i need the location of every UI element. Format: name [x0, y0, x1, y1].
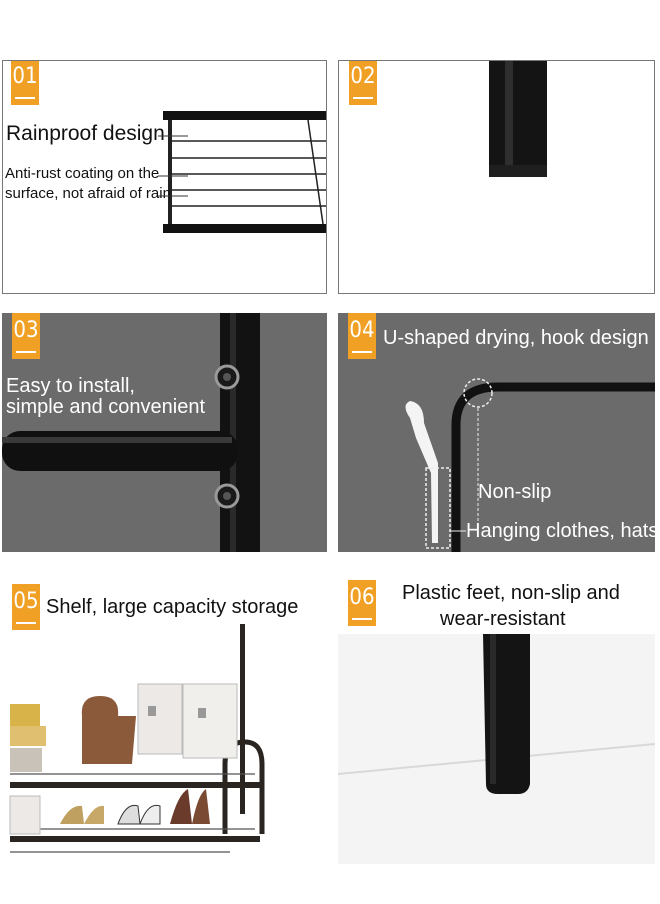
panel-description-line: simple and convenient [6, 396, 206, 418]
panel-06-feet: 06 Plastic feet, non-slip and wear-resis… [338, 574, 655, 864]
panel-description-line: surface, not afraid of rain [5, 185, 171, 202]
panel-title: Shelf, large capacity storage [46, 596, 299, 618]
panel-number-badge: 02 [349, 61, 377, 105]
panel-number-badge: 04 [348, 313, 376, 359]
callout-label: Hanging clothes, hats [466, 520, 655, 542]
plastic-foot-illustration [338, 634, 655, 864]
shelf-rack-illustration [163, 111, 326, 233]
panel-02-tube: 02 [338, 60, 655, 294]
panel-number-badge: 05 [12, 584, 40, 630]
panel-description-line: Anti-rust coating on the [5, 165, 160, 182]
square-tube-illustration [489, 61, 547, 177]
panel-04-hook: 04 U-shaped drying, hook design Non-slip… [338, 313, 655, 552]
callout-label: Non-slip [478, 481, 552, 503]
panel-number-badge: 01 [11, 61, 39, 105]
u-shaped-hook-illustration [405, 378, 655, 552]
panel-03-install: 03 Easy to install, simple and convenien… [2, 313, 327, 552]
panel-title: Rainproof design [6, 122, 165, 145]
panel-description-line: Easy to install, [6, 375, 135, 397]
panel-description-line: wear-resistant [440, 608, 566, 630]
panel-05-shelf: 05 Shelf, large capacity storage [0, 574, 330, 874]
panel-description-line: Plastic feet, non-slip and [402, 582, 620, 604]
callout-line [158, 135, 188, 197]
panel-title: U-shaped drying, hook design [383, 327, 649, 349]
shoe-shelf-illustration [9, 624, 265, 853]
panel-number-badge: 06 [348, 580, 376, 626]
panel-number-badge: 03 [12, 313, 40, 359]
panel-01-rainproof: 01 Rainproof design Anti-rust coating on… [2, 60, 327, 294]
frame-joint-illustration [2, 313, 260, 552]
